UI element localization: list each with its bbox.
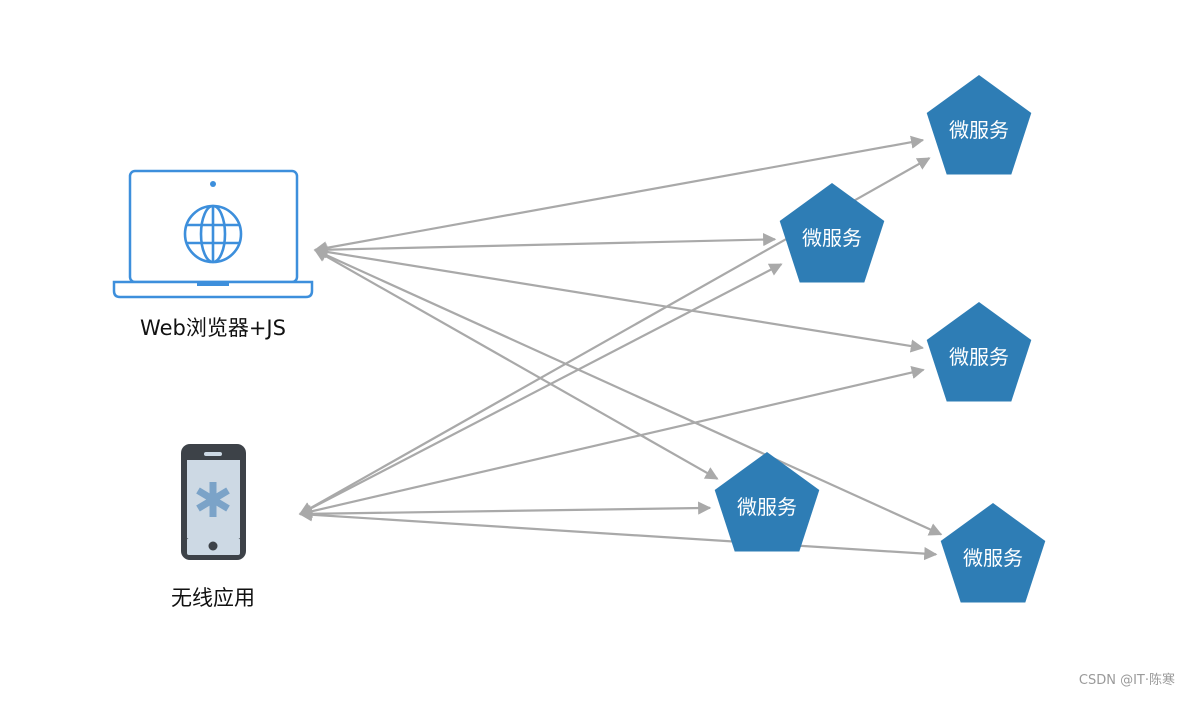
connection-arrow [313,248,943,536]
microservice-label: 微服务 [949,345,1009,369]
microservice-label: 微服务 [949,118,1009,142]
microservice-node: 微服务 [926,75,1032,175]
microservice-node: 微服务 [926,302,1032,402]
smartphone-icon [181,444,246,560]
microservice-node: 微服务 [714,452,820,552]
microservice-label: 微服务 [802,226,862,250]
microservice-label: 微服务 [737,495,797,519]
pentagon-shape [940,503,1046,603]
connection-arrow [298,501,712,521]
connection-arrow [298,263,783,515]
connection-arrow [298,366,925,518]
web-client-label: Web浏览器+JS [140,316,286,340]
connections-layer [298,135,943,561]
watermark: CSDN @IT·陈寒 [1078,673,1175,688]
microservice-node: 微服务 [779,183,885,283]
microservice-node: 微服务 [940,503,1046,603]
pentagon-shape [779,183,885,283]
globe-icon [183,204,243,264]
mobile-client-label: 无线应用 [171,586,255,610]
pentagon-shape [926,75,1032,175]
laptop-globe-icon [112,169,314,299]
asterisk-icon [196,482,230,517]
connection-arrow [313,232,777,257]
connection-arrow [313,249,719,480]
pentagon-shape [926,302,1032,402]
microservice-label: 微服务 [963,546,1023,570]
connection-arrow [298,508,938,561]
pentagon-shape [714,452,820,552]
